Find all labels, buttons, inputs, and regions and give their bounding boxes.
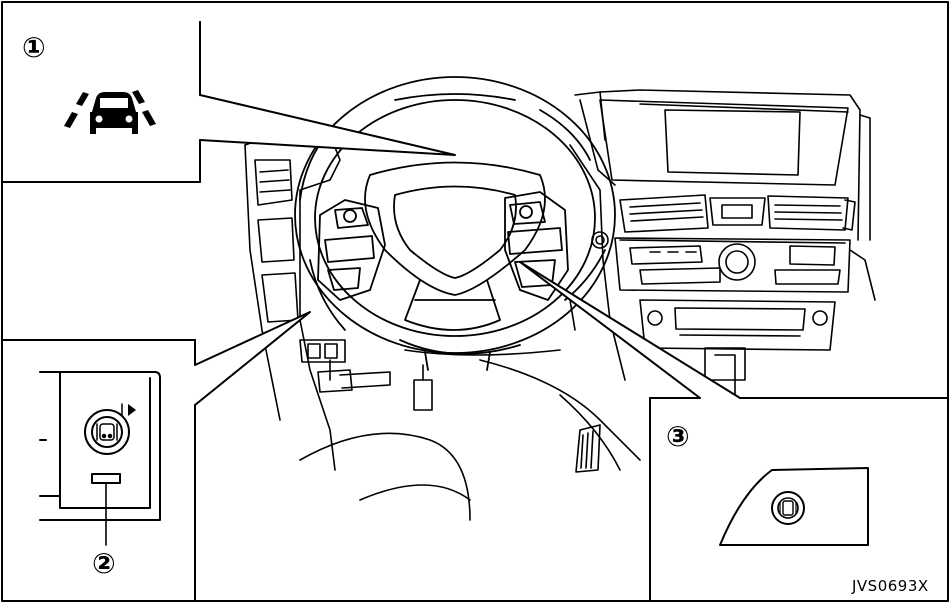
- center-knob: [718, 243, 756, 281]
- lane-switch-button-zoom: [771, 491, 805, 525]
- left-spoke-switches: [317, 199, 386, 301]
- lane-switch-button: [84, 409, 130, 455]
- callout-2-label: ②: [92, 547, 116, 580]
- callout-1-panel: [1, 21, 456, 183]
- lane-departure-car-icon: [64, 90, 156, 134]
- right-center-vent: [767, 195, 849, 231]
- left-center-vent: [619, 194, 709, 233]
- callout-2-panel: [1, 311, 311, 602]
- right-spoke-switches: [504, 191, 569, 301]
- figure-code: JVS0693X: [851, 577, 929, 595]
- callout-3-panel: [519, 261, 949, 602]
- callout-1-label: ①: [22, 31, 46, 64]
- callout-3-label: ③: [666, 420, 690, 453]
- steering-wheel: [294, 76, 616, 371]
- center-display: [599, 99, 849, 186]
- dashboard-drawing: [244, 89, 876, 521]
- lane-switch-icon: [96, 403, 136, 441]
